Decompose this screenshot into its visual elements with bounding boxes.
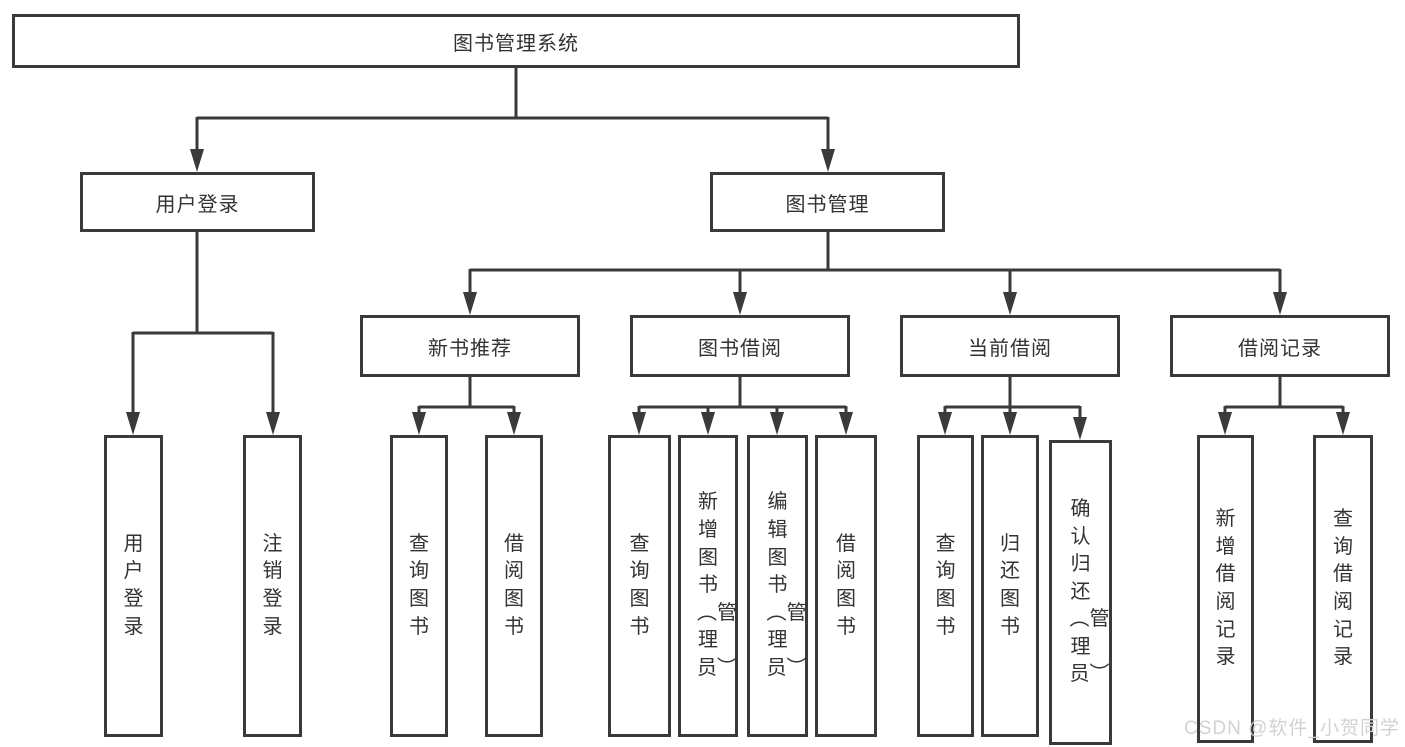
leaf-add-borrow-record: 新增借阅记录 [1197,435,1254,743]
leaf-add-borrow-record-label: 新增借阅记录 [1215,508,1236,669]
leaf-borrow-books: 借阅图书 [815,435,877,737]
leaf-confirm-return-admin: 确认归还︵管理员︶ [1049,440,1112,745]
leaf-user-login-label: 用户登录 [123,532,144,638]
leaf-borrow-books-label: 借阅图书 [836,532,856,638]
node-new-book-recommendation-label: 新书推荐 [428,337,512,360]
node-current-borrowing: 当前借阅 [900,315,1120,377]
node-book-borrowing-label: 图书借阅 [698,337,782,360]
leaf-query-books-recommend: 查询图书 [390,435,448,737]
leaf-borrow-books-recommend: 借阅图书 [485,435,543,737]
leaf-edit-books-admin: 编辑图书︵管理员︶ [747,435,808,737]
leaf-query-books-borrow-label: 查询图书 [629,532,650,638]
leaf-add-books-admin-label: 新增图书︵管理员︶ [697,491,737,679]
node-new-book-recommendation: 新书推荐 [360,315,580,377]
leaf-query-books-borrow: 查询图书 [608,435,671,737]
leaf-return-books-label: 归还图书 [1000,532,1020,638]
node-current-borrowing-label: 当前借阅 [968,337,1052,360]
node-user-login-label: 用户登录 [155,193,240,216]
csdn-watermark: CSDN @软件_小贺同学 [1184,718,1400,739]
node-borrowing-records: 借阅记录 [1170,315,1390,377]
node-borrowing-records-label: 借阅记录 [1238,337,1322,360]
leaf-confirm-return-admin-label: 确认归还︵管理员︶ [1069,497,1110,686]
leaf-logout: 注销登录 [243,435,302,737]
leaf-query-books-current-label: 查询图书 [935,532,956,638]
leaf-query-books-recommend-label: 查询图书 [409,532,429,638]
node-root-label: 图书管理系统 [453,32,579,55]
leaf-edit-books-admin-label: 编辑图书︵管理员︶ [766,491,807,679]
leaf-return-books: 归还图书 [981,435,1039,737]
node-user-login: 用户登录 [80,172,315,232]
leaf-query-borrow-record: 查询借阅记录 [1313,435,1373,743]
leaf-add-books-admin: 新增图书︵管理员︶ [678,435,738,737]
node-root: 图书管理系统 [12,14,1020,68]
leaf-query-books-current: 查询图书 [917,435,974,737]
node-book-management: 图书管理 [710,172,945,232]
node-book-borrowing: 图书借阅 [630,315,850,377]
leaf-query-borrow-record-label: 查询借阅记录 [1333,508,1353,669]
leaf-user-login: 用户登录 [104,435,163,737]
node-book-management-label: 图书管理 [785,193,870,216]
leaf-borrow-books-recommend-label: 借阅图书 [504,532,524,638]
leaf-logout-label: 注销登录 [262,532,283,638]
